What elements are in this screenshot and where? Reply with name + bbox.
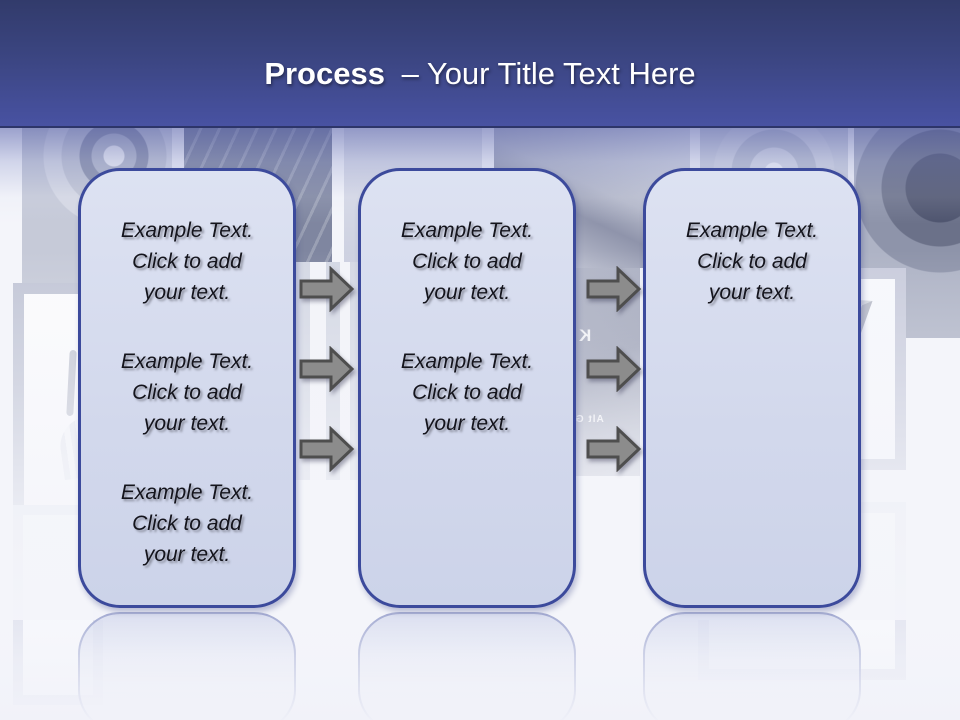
placeholder-text[interactable]: Example Text. Click to add your text. — [685, 219, 819, 304]
process-box-step-1[interactable]: Example Text. Click to add your text. Ex… — [78, 168, 296, 608]
process-box-step-3[interactable]: Example Text. Click to add your text. — [643, 168, 861, 608]
placeholder-text[interactable]: Example Text. Click to add your text. — [400, 219, 534, 304]
right-arrow-icon — [299, 266, 355, 312]
slide-title[interactable]: Process – Your Title Text Here — [0, 56, 960, 92]
placeholder-text[interactable]: Example Text. Click to add your text. — [400, 350, 534, 435]
slide-header-band: Process – Your Title Text Here — [0, 0, 960, 128]
placeholder-text[interactable]: Example Text. Click to add your text. — [120, 481, 254, 566]
right-arrow-icon — [586, 426, 642, 472]
slide-title-rest: – Your Title Text Here — [392, 56, 696, 91]
reflection-fade-overlay — [0, 606, 960, 720]
right-arrow-icon — [586, 266, 642, 312]
process-box-step-2[interactable]: Example Text. Click to add your text. Ex… — [358, 168, 576, 608]
placeholder-text[interactable]: Example Text. Click to add your text. — [120, 219, 254, 304]
slide-title-emphasis: Process — [264, 56, 385, 91]
right-arrow-icon — [299, 346, 355, 392]
placeholder-text[interactable]: Example Text. Click to add your text. — [120, 350, 254, 435]
right-arrow-icon — [586, 346, 642, 392]
right-arrow-icon — [299, 426, 355, 472]
